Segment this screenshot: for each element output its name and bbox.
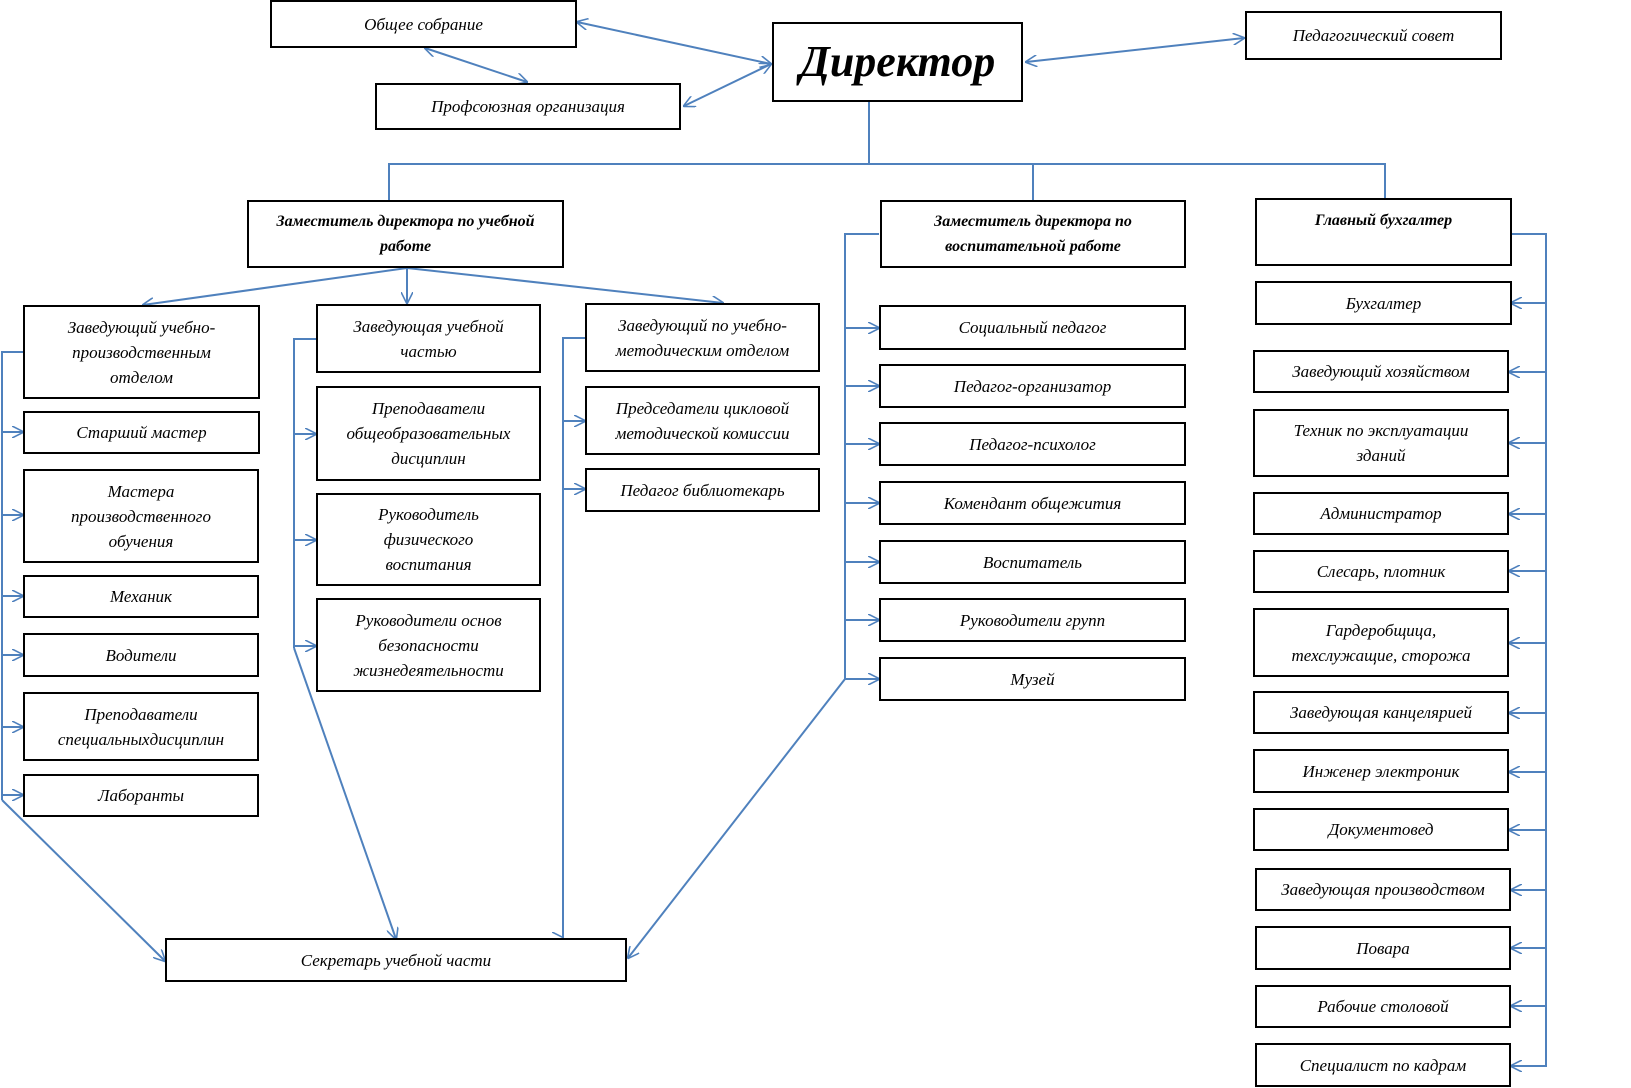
deputy-upbr-box: Заместитель директора по воспитательной … bbox=[880, 200, 1186, 268]
lab-box: Лаборанты bbox=[23, 774, 259, 817]
link-dep-edu-head-prod bbox=[143, 267, 408, 305]
production-head-box: Заведующая производством bbox=[1255, 868, 1511, 911]
mechanic-box: Механик bbox=[23, 575, 259, 618]
head-prod-dept-box: Заведующий учебно-производственным отдел… bbox=[23, 305, 260, 399]
ped-org-box: Педагог-организатор bbox=[879, 364, 1186, 408]
phys-ed-box: Руководитель физического воспитания bbox=[316, 493, 541, 586]
link-edu-part-secretary bbox=[293, 647, 396, 939]
link-dep-edu-head-method bbox=[406, 267, 723, 303]
cooks-box: Повара bbox=[1255, 926, 1511, 970]
general-meeting-box: Общее собрание bbox=[270, 0, 577, 48]
museum-box: Музей bbox=[879, 657, 1186, 701]
director-box: Директор bbox=[772, 22, 1023, 102]
spec-teachers-box: Преподаватели специальныхдисциплин bbox=[23, 692, 259, 761]
link-prod-secretary bbox=[1, 799, 165, 961]
accountant-box: Бухгалтер bbox=[1255, 281, 1512, 325]
masters-box: Мастера производственного обучения bbox=[23, 469, 259, 563]
chief-accountant-box: Главный бухгалтер bbox=[1255, 198, 1512, 266]
drivers-box: Водители bbox=[23, 633, 259, 677]
educator-box: Воспитатель bbox=[879, 540, 1186, 584]
bracket-prod-dept bbox=[1, 351, 23, 800]
life-safety-box: Руководители основ безопасности жизнедея… bbox=[316, 598, 541, 692]
librarian-box: Педагог библиотекарь bbox=[585, 468, 820, 512]
gen-teachers-box: Преподаватели общеобразовательных дисцип… bbox=[316, 386, 541, 481]
office-head-box: Заведующая канцелярией bbox=[1253, 691, 1509, 734]
housekeeping-box: Заведующий хозяйством bbox=[1253, 350, 1509, 393]
link-upbr-secretary bbox=[628, 678, 846, 958]
head-method-box: Заведующий по учебно-методическим отдело… bbox=[585, 303, 820, 372]
bracket-method bbox=[562, 337, 585, 938]
link-meeting-union bbox=[425, 48, 527, 82]
trade-union-box: Профсоюзная организация bbox=[375, 83, 681, 130]
ped-council-box: Педагогический совет bbox=[1245, 11, 1502, 60]
ped-psych-box: Педагог-психолог bbox=[879, 422, 1186, 466]
link-director-trade-union bbox=[684, 64, 771, 106]
head-edu-part-box: Заведующая учебной частью bbox=[316, 304, 541, 373]
bracket-upbr bbox=[844, 233, 879, 679]
social-ped-box: Социальный педагог bbox=[879, 305, 1186, 350]
cloakroom-box: Гардеробщица, техслужащие, сторожа bbox=[1253, 608, 1509, 677]
dorm-box: Комендант общежития bbox=[879, 481, 1186, 525]
deputy-edu-box: Заместитель директора по учебной работе bbox=[247, 200, 564, 268]
link-director-ped-council bbox=[1026, 38, 1244, 62]
electronics-box: Инженер электроник bbox=[1253, 749, 1509, 793]
cycle-chairs-box: Председатели цикловой методической комис… bbox=[585, 386, 820, 455]
hr-box: Специалист по кадрам bbox=[1255, 1043, 1511, 1087]
secretary-box: Секретарь учебной части bbox=[165, 938, 627, 982]
canteen-box: Рабочие столовой bbox=[1255, 985, 1511, 1028]
link-director-general-meeting bbox=[577, 22, 771, 64]
documents-box: Документовед bbox=[1253, 808, 1509, 851]
group-leaders-box: Руководители групп bbox=[879, 598, 1186, 642]
locksmith-box: Слесарь, плотник bbox=[1253, 550, 1509, 593]
administrator-box: Администратор bbox=[1253, 492, 1509, 535]
link-bus bbox=[388, 163, 1386, 200]
bracket-edu-part bbox=[293, 338, 316, 648]
senior-master-box: Старший мастер bbox=[23, 411, 260, 454]
bracket-accounting bbox=[1511, 233, 1547, 1067]
building-tech-box: Техник по эксплуатации зданий bbox=[1253, 409, 1509, 477]
